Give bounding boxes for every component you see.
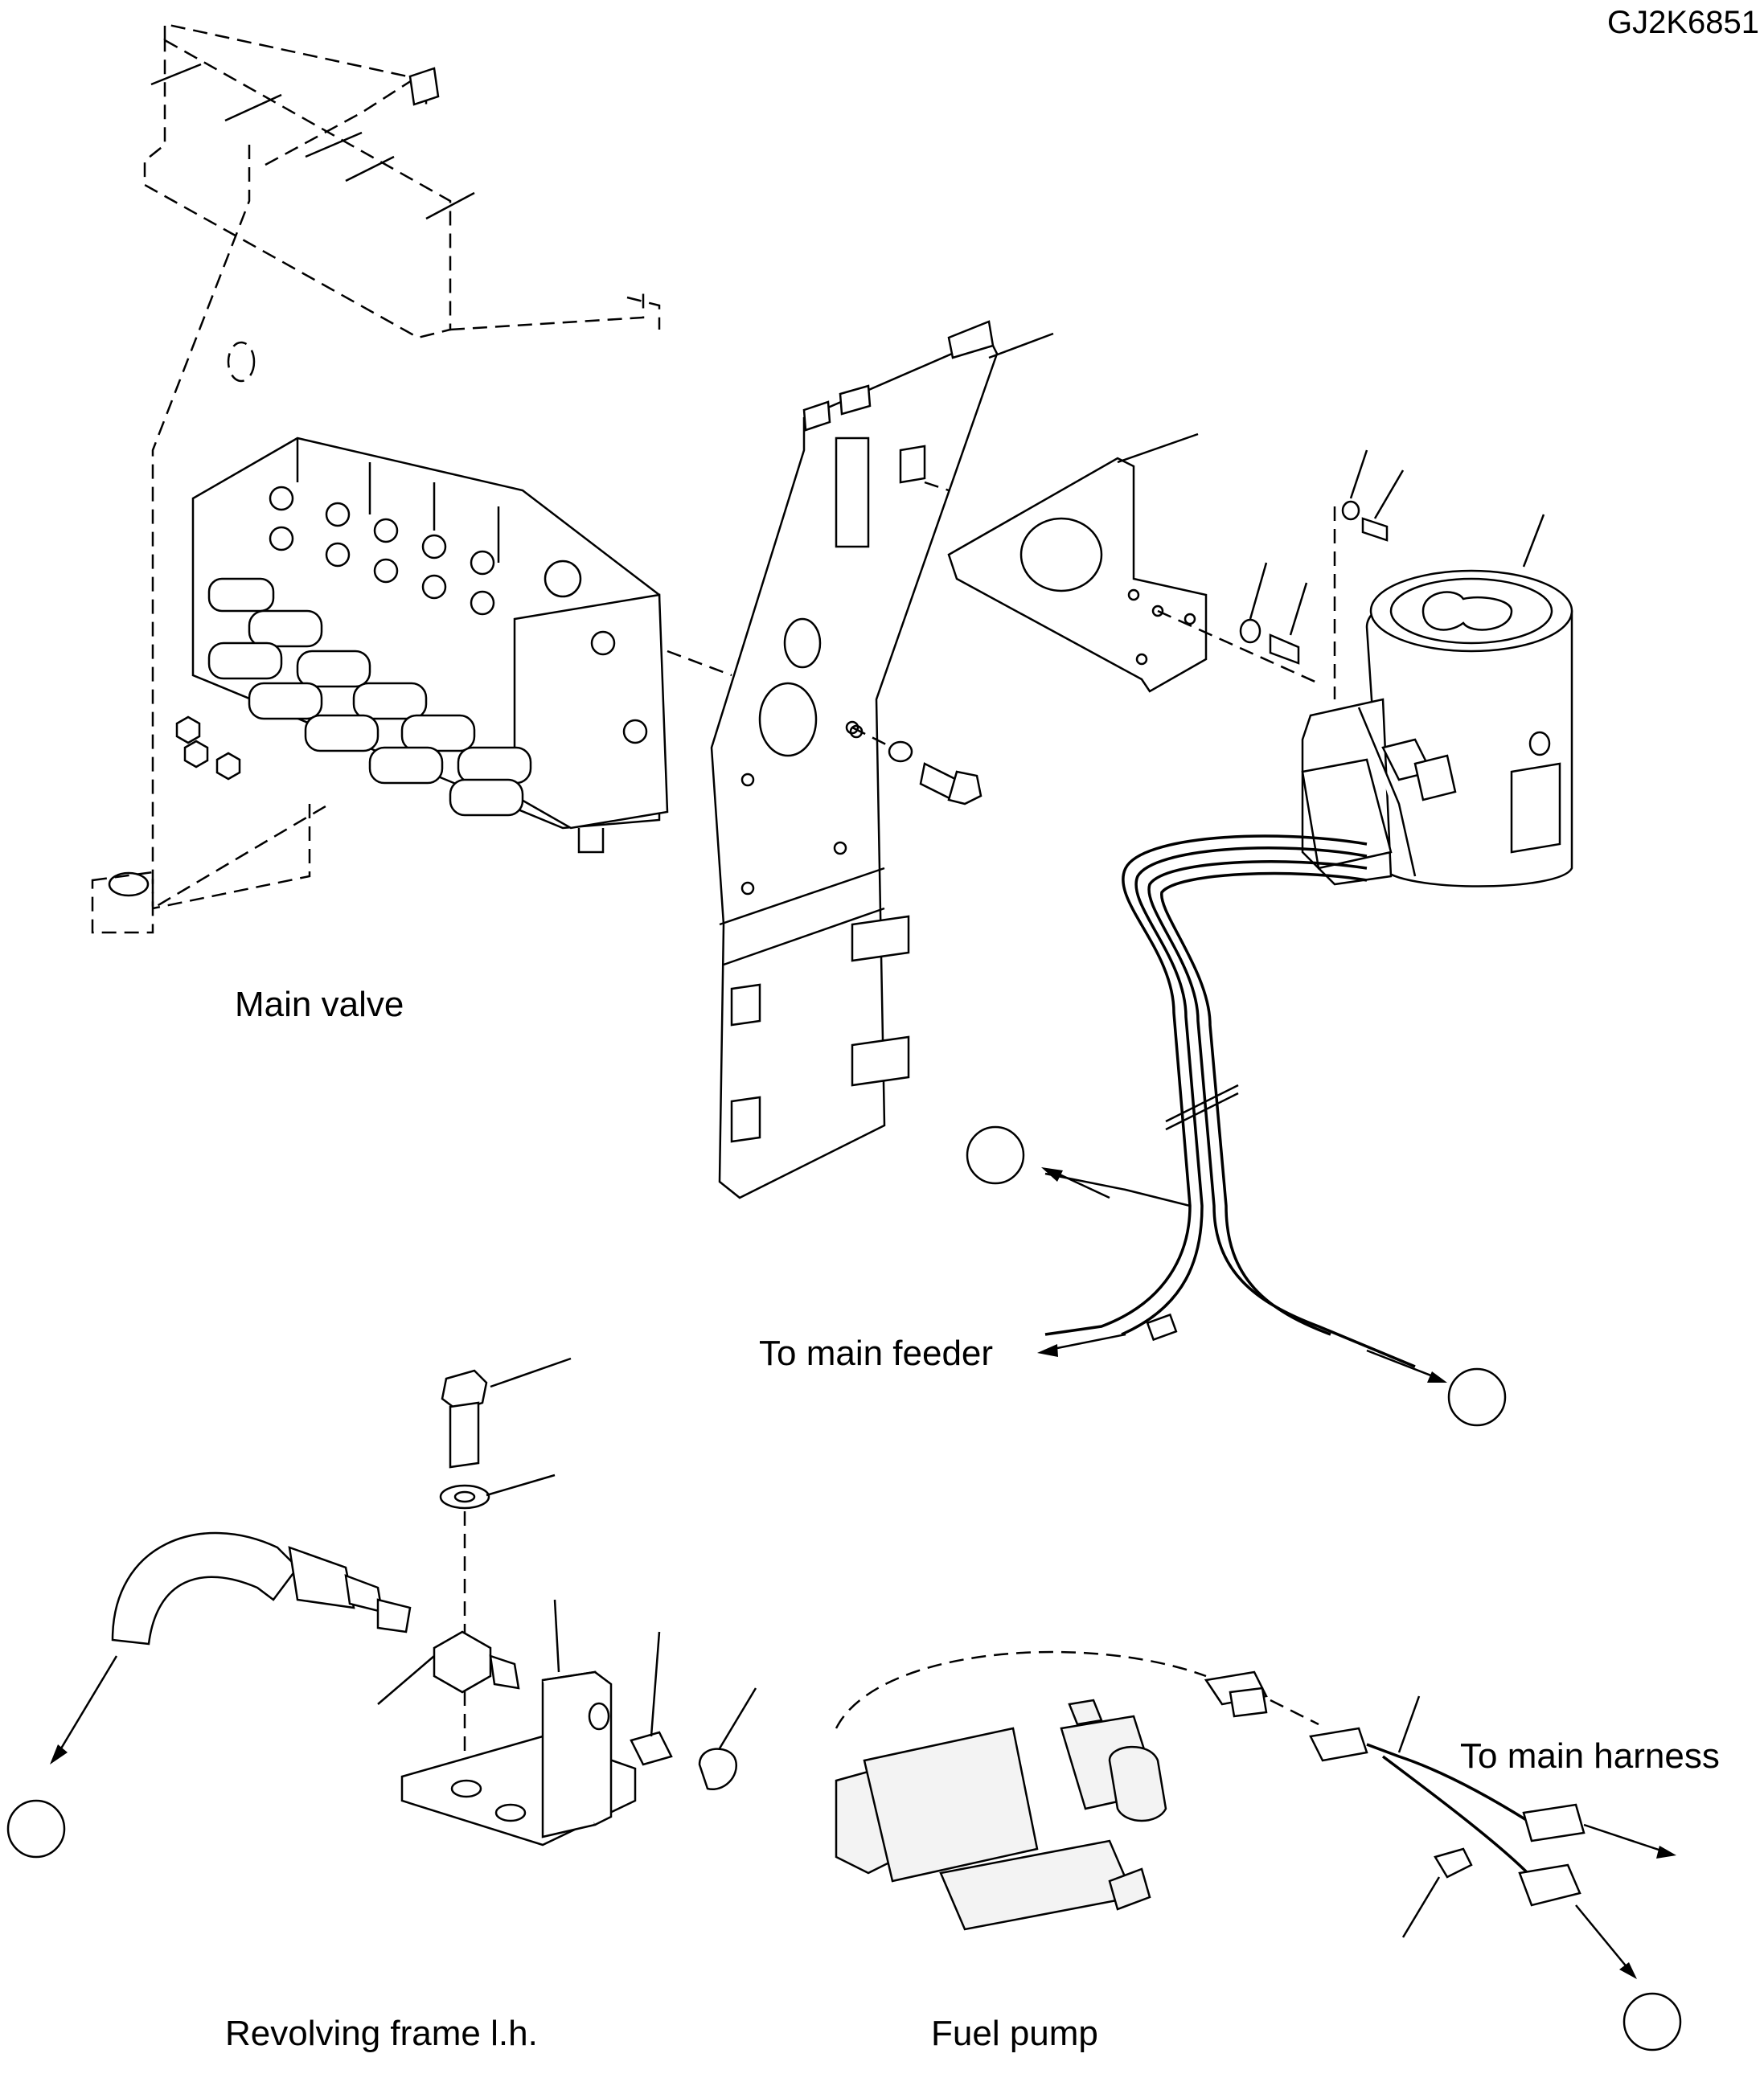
- label-to-main-feeder: To main feeder: [759, 1334, 994, 1373]
- main-valve-assembly: [175, 437, 732, 854]
- label-to-main-harness: To main harness: [1460, 1736, 1720, 1776]
- frame-bracket-dashed: [91, 23, 661, 934]
- fuel-pump-harness: [1204, 1670, 1682, 2051]
- label-fuel-pump: Fuel pump: [931, 2014, 1098, 2053]
- pump-bracket: [924, 432, 1319, 693]
- drawing-code: GJ2K6851: [1606, 5, 1759, 40]
- mounting-plate: [710, 320, 1054, 1199]
- label-revolving-frame: Revolving frame l.h.: [225, 2014, 538, 2053]
- pump-fasteners: [1239, 449, 1405, 699]
- electric-pump: [1301, 514, 1573, 887]
- label-main-valve: Main valve: [235, 985, 404, 1024]
- fuel-hose: [6, 1531, 412, 1859]
- pump-harness: [966, 834, 1507, 1427]
- fuel-pump-unit: [835, 1650, 1207, 1931]
- frame-bracket-parts: [377, 1357, 757, 1847]
- plate-bolt: [851, 726, 983, 805]
